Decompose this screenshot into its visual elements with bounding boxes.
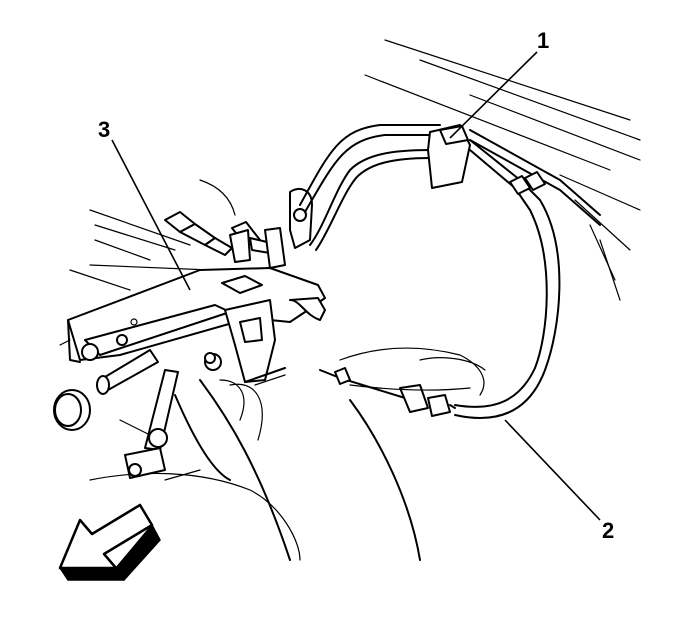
callout-1: 1: [537, 28, 549, 53]
front-arrow-icon: [58, 503, 161, 581]
equalizer-bracket: [67, 187, 326, 386]
callout-leaders: [111, 51, 601, 521]
callout-2: 2: [602, 518, 614, 543]
adjuster-rod: [53, 349, 222, 479]
cable-connector: [427, 124, 471, 189]
body-panel-lines: [364, 39, 641, 301]
heat-shield: [339, 347, 486, 396]
cable-fittings: [509, 171, 546, 195]
chassis-lines: [69, 179, 236, 441]
electrical-connector: [164, 211, 283, 256]
brake-cables: [299, 124, 601, 419]
callout-3: 3: [98, 117, 110, 142]
rear-cable: [319, 367, 456, 417]
